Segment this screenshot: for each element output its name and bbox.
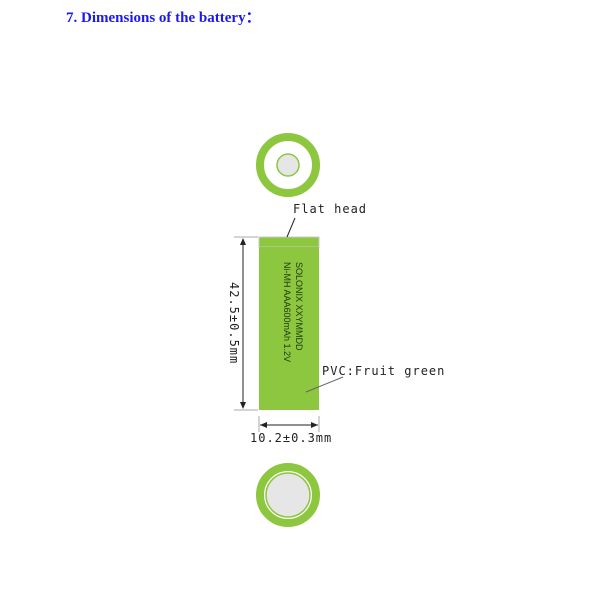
- top-view: [256, 133, 320, 197]
- battery-body: SOLONIX XXYMMDD Ni-MH AAA600mAh 1.2V: [258, 236, 320, 410]
- callouts: Flat head PVC:Fruit green: [286, 202, 445, 393]
- pvc-label: PVC:Fruit green: [322, 364, 445, 378]
- print-line-1: SOLONIX XXYMMDD: [294, 262, 304, 351]
- negative-terminal: [265, 472, 311, 518]
- bottom-view: [256, 463, 320, 527]
- flat-head-leader: [286, 217, 296, 238]
- section-title: 7. Dimensions of the battery：: [66, 10, 261, 26]
- flat-head-label: Flat head: [293, 202, 367, 216]
- print-line-2: Ni-MH AAA600mAh 1.2V: [282, 262, 292, 362]
- flat-head-cap: [258, 236, 320, 248]
- length-label: 42.5±0.5mm: [227, 282, 241, 364]
- positive-terminal: [276, 153, 300, 177]
- diameter-dimension: 10.2±0.3mm: [250, 416, 332, 445]
- length-dimension: 42.5±0.5mm: [227, 236, 258, 411]
- pvc-leader: [305, 376, 344, 393]
- pvc-wrap: [259, 247, 319, 410]
- diameter-label: 10.2±0.3mm: [250, 431, 332, 445]
